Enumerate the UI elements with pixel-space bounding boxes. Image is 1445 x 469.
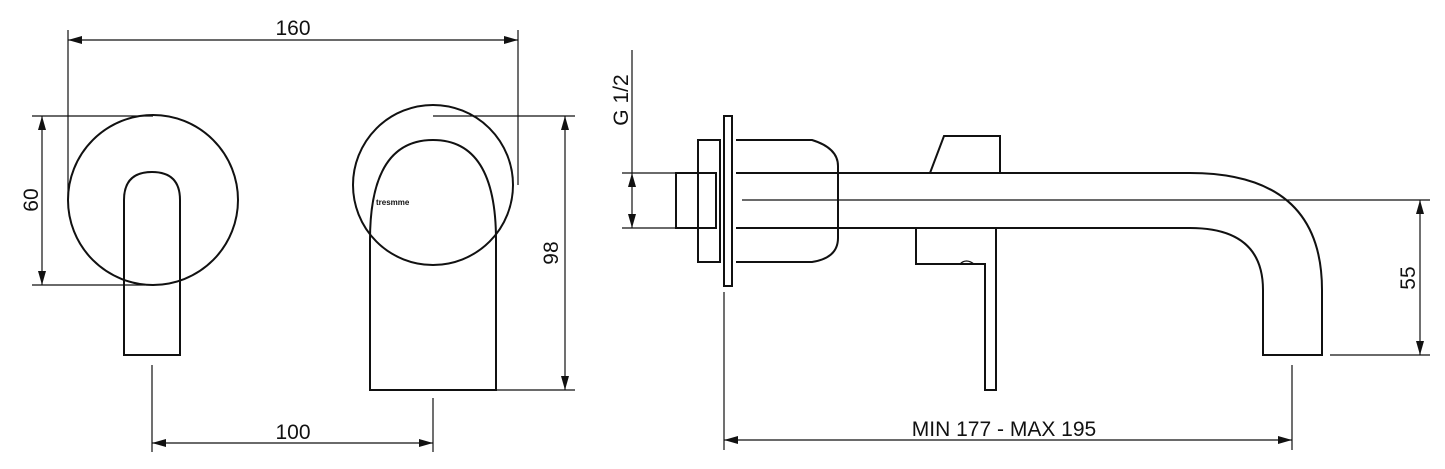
dim-55-label: 55 — [1397, 266, 1420, 289]
mixer-lever — [123, 170, 181, 356]
mixer-front-view — [67, 114, 239, 356]
spout-front-view: tresmme — [352, 104, 514, 391]
dimension-plate-height: 60 — [20, 115, 153, 286]
dim-160-label: 160 — [275, 17, 310, 40]
threaded-connector — [675, 172, 717, 229]
spout-pipe — [736, 172, 1323, 356]
dim-projection-label: MIN 177 - MAX 195 — [912, 418, 1096, 441]
dim-60-label: 60 — [20, 188, 43, 211]
dimension-outlet-height: 55 — [1330, 200, 1430, 356]
dim-98-label: 98 — [540, 241, 563, 264]
spout-body — [369, 138, 497, 391]
brand-mark: tresmme — [376, 198, 410, 207]
dimension-width-total: 160 — [67, 17, 519, 200]
cover-box — [736, 139, 839, 263]
wall-plate — [723, 115, 733, 287]
side-view — [675, 115, 1430, 391]
dimension-projection: MIN 177 - MAX 195 — [723, 292, 1293, 450]
dim-100-label: 100 — [275, 421, 310, 444]
mixer-round-plate — [67, 114, 239, 286]
top-handle — [929, 135, 1001, 174]
spout-round-plate — [352, 104, 514, 266]
lower-lever — [915, 228, 997, 391]
dimension-spout-height: 98 — [433, 115, 575, 391]
dim-thread-label: G 1/2 — [610, 74, 633, 125]
dimension-thread: G 1/2 — [610, 50, 676, 229]
rear-body — [697, 139, 721, 263]
dimension-center-distance: 100 — [151, 365, 434, 452]
